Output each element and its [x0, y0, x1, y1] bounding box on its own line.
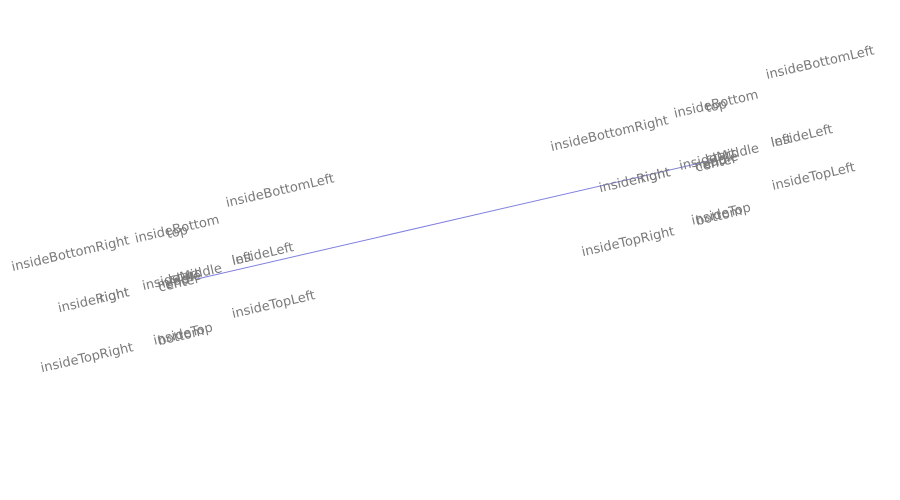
label-right-end: right: [639, 165, 672, 186]
label-start-start: start: [169, 266, 202, 287]
label-inside-bottom-right-end: insideBottomRight: [549, 113, 670, 155]
label-inside-bottom-right-start: insideBottomRight: [10, 233, 131, 275]
label-left-start: left: [231, 250, 255, 269]
label-inside-bottom-left-end: insideBottomLeft: [765, 43, 876, 83]
label-inside-top-right-start: insideTopRight: [39, 340, 135, 376]
label-right-start: right: [98, 285, 131, 306]
label-end-end: end: [702, 153, 729, 173]
label-inside-left-end: insideLeft: [770, 122, 835, 151]
label-end-start: end: [164, 273, 191, 293]
label-inside-top-left-start: insideTopLeft: [231, 288, 317, 322]
label-inside-top-left-end: insideTopLeft: [771, 160, 857, 194]
label-inside-left-start: insideLeft: [231, 240, 296, 269]
label-top-end: top: [704, 97, 728, 116]
label-inside-top-right-end: insideTopRight: [580, 224, 676, 260]
label-inside-bottom-left-start: insideBottomLeft: [225, 171, 336, 211]
label-top-start: top: [165, 223, 189, 242]
label-start-end: start: [705, 146, 738, 167]
label-left-end: left: [770, 132, 794, 151]
series-line: [196, 159, 714, 280]
endpoint-labels: insideBottomRightinsideBottomtopinsideBo…: [10, 43, 875, 376]
